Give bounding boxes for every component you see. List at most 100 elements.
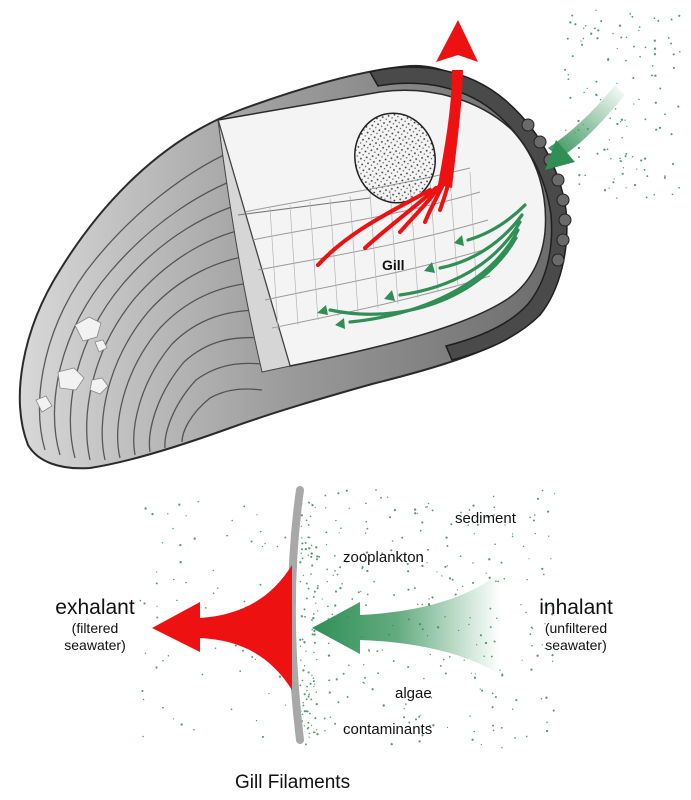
particle-dot <box>305 743 307 745</box>
particle-dot <box>644 157 646 159</box>
particle-dot <box>619 160 621 162</box>
particle-dot <box>336 678 338 680</box>
particle-dot <box>626 126 627 127</box>
particle-dot <box>664 177 666 179</box>
particle-dot <box>277 546 279 548</box>
particle-dot <box>162 707 164 709</box>
particle-dot <box>303 641 305 643</box>
particle-dot <box>569 21 571 23</box>
particle-dot <box>347 696 349 698</box>
particle-dot <box>302 669 304 671</box>
particle-dot <box>299 684 301 686</box>
particle-dot <box>327 605 329 607</box>
particle-dot <box>530 668 532 670</box>
particle-dot <box>501 747 502 748</box>
particle-dot <box>369 650 370 651</box>
particle-dot <box>526 736 528 738</box>
particle-dot <box>151 513 153 515</box>
particle-dot <box>324 495 326 497</box>
particle-dot <box>365 604 367 606</box>
particle-dot <box>262 736 264 738</box>
particle-dot <box>306 686 308 688</box>
particle-dot <box>333 575 334 576</box>
particle-dot <box>541 568 543 570</box>
particle-dot <box>552 661 553 662</box>
particle-dot <box>654 17 656 19</box>
particle-dot <box>389 516 391 518</box>
particle-dot <box>313 652 314 653</box>
particle-dot <box>673 53 675 55</box>
particle-dot <box>262 546 263 547</box>
particle-dot <box>472 504 474 506</box>
particle-dot <box>645 47 647 49</box>
particle-dot <box>612 181 614 183</box>
particle-dot <box>646 196 648 198</box>
particle-dot <box>313 596 315 598</box>
particle-dot <box>446 537 448 539</box>
particle-dot <box>493 496 495 498</box>
particle-dot <box>615 108 617 110</box>
particle-dot <box>313 678 314 679</box>
particle-dot <box>622 173 624 175</box>
particle-dot <box>375 489 377 491</box>
particle-dot <box>554 493 555 494</box>
particle-dot <box>583 27 584 28</box>
particle-dot <box>677 106 679 108</box>
particle-dot <box>301 615 303 617</box>
particle-dot <box>644 169 646 171</box>
particle-dot <box>489 577 491 579</box>
particle-dot <box>331 613 333 615</box>
particle-dot <box>443 659 445 661</box>
particle-dot <box>306 583 308 585</box>
particle-dot <box>636 168 637 169</box>
particle-dot <box>401 537 403 539</box>
particle-dot <box>328 643 330 645</box>
particle-dot <box>546 730 548 732</box>
particle-dot <box>303 575 304 576</box>
particle-dot <box>382 649 383 650</box>
gill-label: Gill <box>382 257 405 273</box>
particle-dot <box>548 536 549 537</box>
particle-dot <box>430 654 431 655</box>
particle-dot <box>654 48 656 50</box>
particle-dot <box>543 574 545 576</box>
particle-dot <box>260 531 262 533</box>
particle-dot <box>654 75 656 77</box>
particle-dot <box>668 37 670 39</box>
particle-dot <box>325 507 326 508</box>
particle-dot <box>167 513 168 514</box>
gill-filament <box>292 490 300 740</box>
particle-dot <box>299 639 301 641</box>
particle-dot <box>348 664 350 666</box>
particle-dot <box>417 513 418 514</box>
particle-dot <box>217 587 218 588</box>
particle-dot <box>480 688 481 689</box>
particle-dot <box>334 555 336 557</box>
particle-dot <box>304 616 306 618</box>
particle-dot <box>304 665 305 666</box>
particle-dot <box>407 589 409 591</box>
particle-dot <box>360 591 361 592</box>
particle-dot <box>316 555 318 557</box>
particle-dot <box>316 729 317 730</box>
particle-dot <box>310 516 312 518</box>
particle-dot <box>580 40 581 41</box>
particle-dot <box>652 65 654 67</box>
particle-dot <box>308 696 310 698</box>
particle-dot <box>302 714 303 715</box>
particle-dot <box>610 158 612 160</box>
particle-dot <box>251 540 253 542</box>
particle-dot <box>427 549 429 551</box>
particle-dot <box>310 698 312 700</box>
particle-dot <box>314 642 316 644</box>
particle-dot <box>322 598 323 599</box>
particle-dot <box>308 554 309 555</box>
particle-dot <box>600 20 602 22</box>
particle-dot <box>581 44 583 46</box>
particle-dot <box>595 10 596 11</box>
particle-dot <box>403 716 405 718</box>
particle-dot <box>522 660 523 661</box>
particle-dot <box>405 703 407 705</box>
particle-dot <box>481 690 483 692</box>
particle-dot <box>584 174 586 176</box>
